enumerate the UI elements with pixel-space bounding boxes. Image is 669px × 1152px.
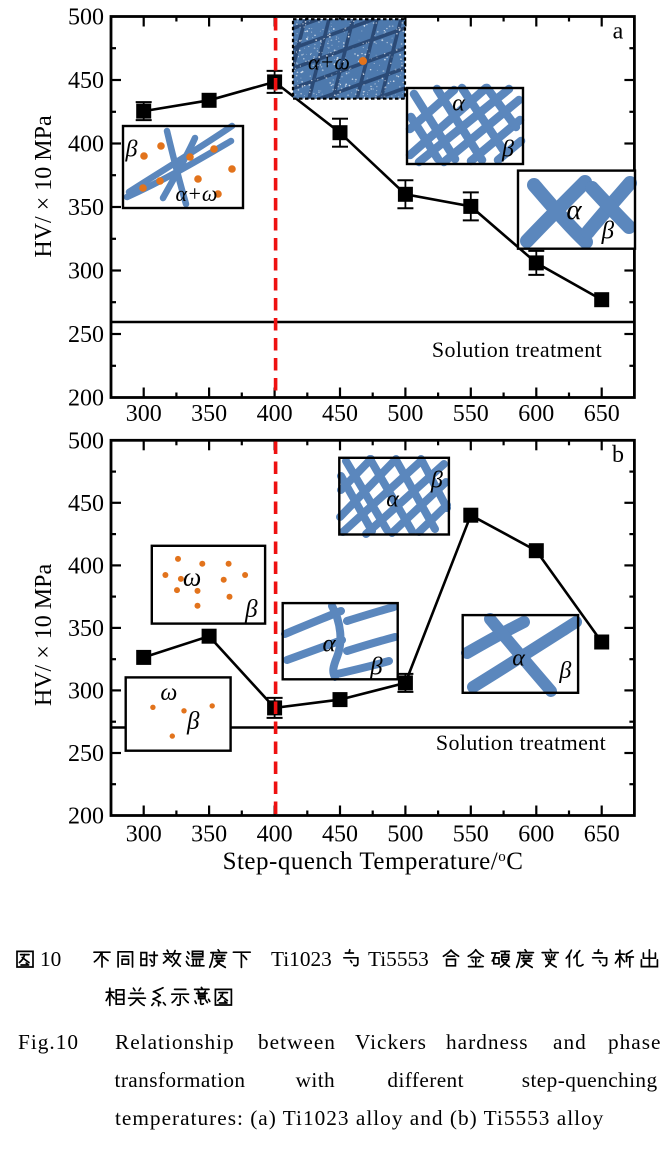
svg-text:500: 500 [68,428,104,454]
svg-text:300: 300 [68,259,104,285]
svg-text:Relationship: Relationship [115,1030,235,1054]
svg-text:β: β [244,596,258,623]
svg-text:350: 350 [191,822,227,848]
svg-text:different: different [387,1068,464,1092]
svg-text:α: α [322,631,336,658]
svg-text:500: 500 [68,5,104,31]
svg-text:β: β [558,658,571,684]
svg-text:Solution treatment: Solution treatment [432,337,602,362]
svg-text:HV/ × 10 MPa: HV/ × 10 MPa [31,564,57,707]
svg-text:Fig.10: Fig.10 [18,1030,79,1054]
svg-text:between: between [258,1030,336,1054]
svg-text:200: 200 [68,804,104,830]
svg-text:ω: ω [160,680,177,706]
svg-text:500: 500 [387,401,423,427]
svg-text:650: 650 [584,822,620,848]
svg-text:Solution treatment: Solution treatment [436,730,606,755]
svg-text:α: α [566,194,582,226]
svg-text:β: β [501,137,514,163]
svg-text:200: 200 [68,386,104,412]
svg-text:450: 450 [68,68,104,94]
svg-text:α+ω: α+ω [308,50,350,75]
svg-text:α: α [452,90,465,116]
svg-text:with: with [296,1068,335,1092]
svg-text:α+ω: α+ω [176,181,218,206]
svg-text:ω: ω [183,563,201,592]
svg-text:Step-quench Temperature/oC: Step-quench Temperature/oC [223,848,524,875]
svg-text:350: 350 [191,401,227,427]
svg-text:β: β [601,218,615,245]
svg-text:HV/ × 10 MPa: HV/ × 10 MPa [31,115,57,258]
svg-text:600: 600 [518,822,554,848]
svg-text:transformation: transformation [115,1068,246,1092]
svg-text:450: 450 [68,491,104,517]
svg-text:550: 550 [453,401,489,427]
svg-text:450: 450 [322,822,358,848]
svg-text:Ti5553: Ti5553 [368,947,429,971]
svg-text:650: 650 [584,401,620,427]
svg-text:β: β [125,137,138,163]
svg-text:300: 300 [126,401,162,427]
svg-text:350: 350 [68,616,104,642]
svg-text:400: 400 [68,132,104,158]
svg-text:and: and [553,1030,587,1054]
svg-text:450: 450 [322,401,358,427]
svg-text:300: 300 [68,678,104,704]
svg-text:α: α [386,486,399,512]
svg-text:phase: phase [608,1030,662,1054]
svg-text:temperatures: (a) Ti1023 alloy: temperatures: (a) Ti1023 alloy and (b) T… [115,1106,604,1130]
svg-text:Ti1023: Ti1023 [271,947,332,971]
svg-text:400: 400 [68,553,104,579]
svg-text:hardness: hardness [446,1030,529,1054]
svg-text:550: 550 [453,822,489,848]
svg-text:600: 600 [518,401,554,427]
svg-text:β: β [369,654,383,681]
svg-text:250: 250 [68,741,104,767]
svg-text:β: β [186,708,200,735]
svg-text:350: 350 [68,195,104,221]
svg-text:Vickers: Vickers [355,1030,427,1054]
svg-text:b: b [612,442,624,468]
svg-text:400: 400 [257,822,293,848]
svg-text:250: 250 [68,322,104,348]
svg-text:400: 400 [257,401,293,427]
svg-text:α: α [512,646,525,672]
svg-text:β: β [430,468,443,494]
svg-text:10: 10 [40,947,61,971]
svg-text:300: 300 [126,822,162,848]
svg-text:500: 500 [387,822,423,848]
svg-text:step-quenching: step-quenching [522,1068,658,1092]
svg-text:a: a [613,19,624,45]
